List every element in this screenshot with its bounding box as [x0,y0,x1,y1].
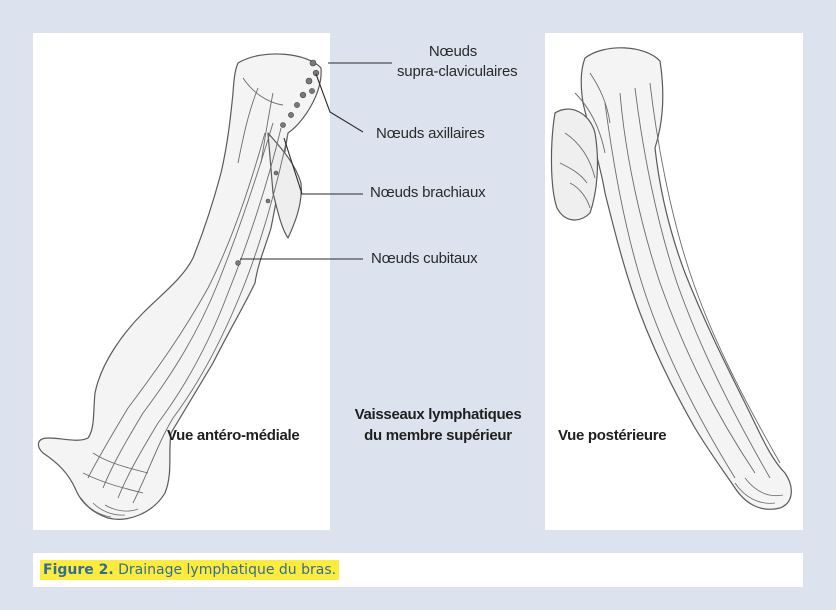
caption-number: Figure 2. [43,562,114,578]
label-axillary-nodes: Nœuds axillaires [376,124,485,143]
label-cubital-nodes: Nœuds cubitaux [371,249,477,268]
label-supraclavicular-line2: supra-claviculaires [397,62,509,81]
label-supraclavicular-line1: Nœuds [397,42,509,61]
leader-axillary [316,74,363,132]
leader-brachial [284,138,363,194]
label-brachial-nodes: Nœuds brachiaux [370,183,485,202]
center-title-line1: Vaisseaux lymphatiques [336,405,540,425]
label-anterior-view: Vue antéro-médiale [167,426,299,446]
caption-bar: Figure 2. Drainage lymphatique du bras. [33,553,803,587]
figure-caption: Figure 2. Drainage lymphatique du bras. [40,560,339,580]
caption-text: Drainage lymphatique du bras. [114,562,336,578]
label-posterior-view: Vue postérieure [558,426,666,446]
center-title-line2: du membre supérieur [336,426,540,446]
